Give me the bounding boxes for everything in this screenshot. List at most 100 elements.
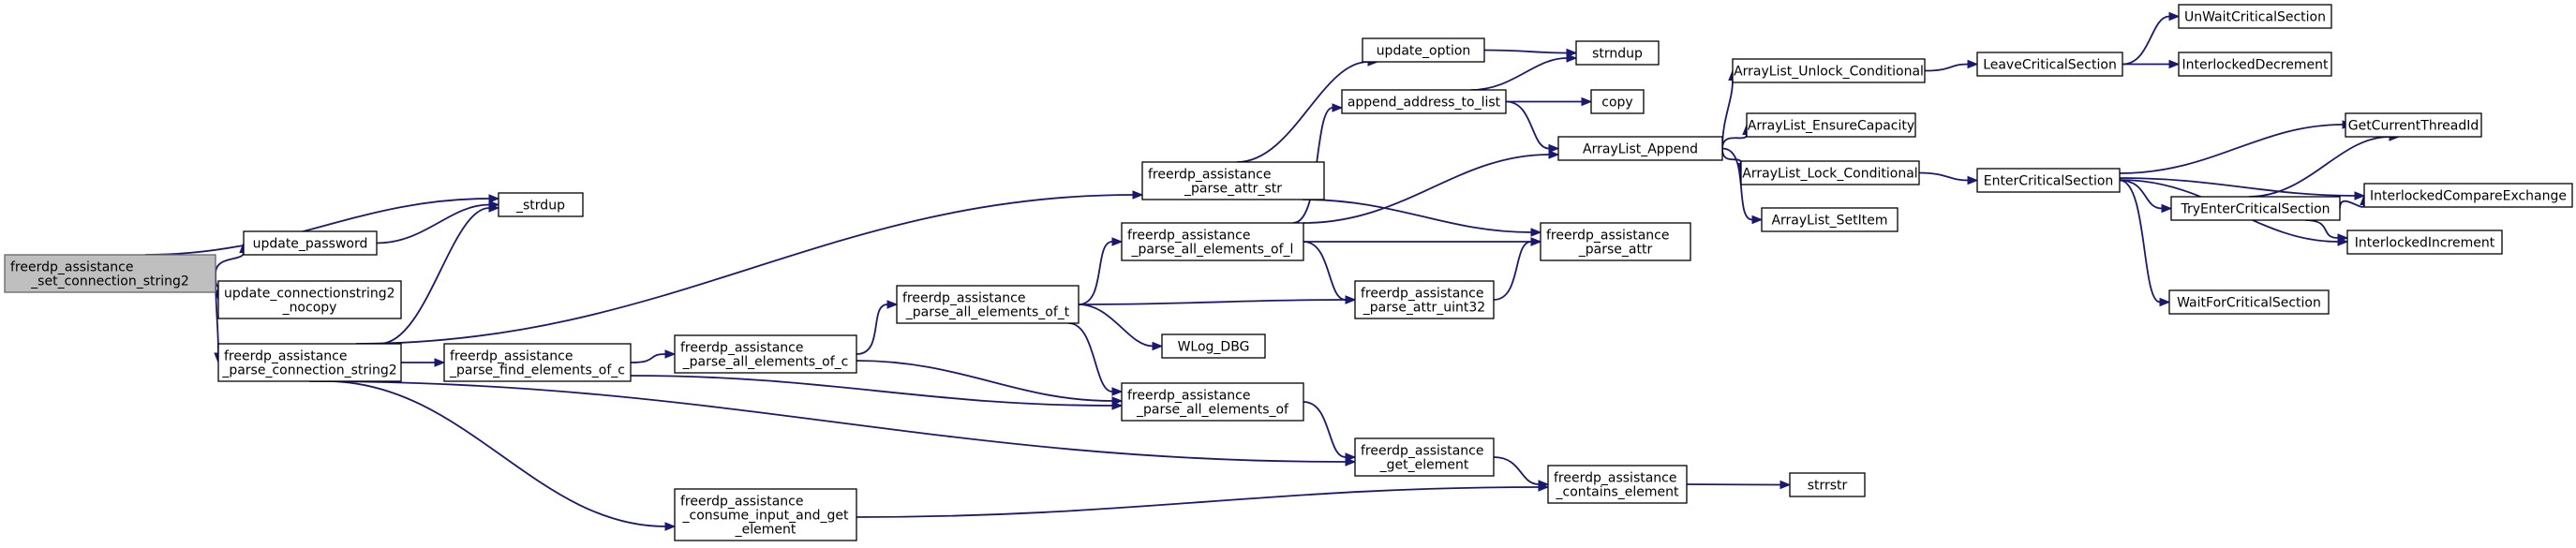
node-set_cs2: freerdp_assistance_set_connection_string… [4, 254, 216, 293]
node-al_append[interactable]: ArrayList_Append [1557, 136, 1723, 161]
node-label: freerdp_assistance [680, 341, 804, 356]
node-label: freerdp_assistance [680, 495, 804, 510]
node-label: strrstr [1808, 479, 1848, 494]
edge-line [856, 360, 1113, 402]
node-parse_cs2[interactable]: freerdp_assistance_parse_connection_stri… [217, 343, 402, 382]
node-wlog[interactable]: WLog_DBG [1161, 333, 1266, 359]
arrowhead-icon [1566, 53, 1578, 63]
edge-line [1067, 322, 1113, 392]
edge-all_t-to-attr_uint32 [1078, 295, 1357, 305]
arrowhead-icon [1751, 215, 1764, 225]
node-label: freerdp_assistance [1148, 168, 1272, 183]
node-label: freerdp_assistance [10, 260, 134, 275]
arrowhead-icon [1152, 341, 1164, 351]
node-box [1547, 465, 1688, 504]
node-strndup[interactable]: strndup [1575, 40, 1660, 66]
node-update_cs2_nocopy[interactable]: update_connectionstring2_nocopy [217, 280, 402, 319]
node-box [674, 334, 857, 374]
edge-all_t-to-all_of [1067, 322, 1124, 396]
arrowhead-icon [2161, 203, 2173, 214]
edge-all_l-to-parse_attr [1303, 237, 1542, 246]
edge-line [1686, 483, 1781, 486]
node-label: ArrayList_SetItem [1771, 214, 1887, 229]
node-label: freerdp_assistance [1361, 287, 1484, 302]
node-append_addr[interactable]: append_address_to_list [1341, 89, 1507, 114]
node-update_option[interactable]: update_option [1362, 37, 1485, 63]
edge-line [376, 203, 490, 244]
node-box [1141, 161, 1325, 200]
node-box [2178, 52, 2332, 77]
edge-line [2304, 219, 2339, 239]
node-leave_cs[interactable]: LeaveCriticalSection [1976, 52, 2123, 77]
node-strrstr[interactable]: strrstr [1789, 472, 1866, 497]
node-label: InterlockedIncrement [2355, 236, 2495, 251]
edge-line [1303, 154, 1550, 224]
edge-line [1721, 148, 1742, 164]
node-all_t[interactable]: freerdp_assistance_parse_all_elements_of… [896, 285, 1080, 324]
node-box [443, 343, 632, 382]
node-consume[interactable]: freerdp_assistance_consume_input_and_get… [674, 488, 857, 541]
edge-leave_cs-to-unwait_cs [2122, 11, 2181, 66]
edge-line [144, 198, 490, 256]
node-get_element[interactable]: freerdp_assistance_get_element [1354, 437, 1495, 477]
node-box [498, 192, 584, 217]
arrowhead-icon [434, 358, 446, 367]
node-label: InterlockedCompareExchange [2370, 189, 2567, 204]
node-wait_cs[interactable]: WaitForCriticalSection [2168, 289, 2330, 315]
node-box [1540, 222, 1691, 261]
edge-update_password-to-strdup_u [376, 200, 500, 244]
arrowhead-icon [1967, 175, 1979, 185]
node-label: freerdp_assistance [1127, 389, 1251, 404]
node-copy[interactable]: copy [1590, 89, 1645, 114]
arrowhead-icon [664, 349, 677, 359]
edge-line [1236, 61, 1369, 163]
node-parse_attr[interactable]: freerdp_assistance_parse_attr [1540, 222, 1691, 261]
node-label: strndup [1592, 47, 1643, 62]
node-box [217, 280, 402, 319]
node-interlocked_inc[interactable]: InterlockedIncrement [2346, 230, 2503, 255]
arrowhead-icon [1132, 190, 1144, 200]
edge-line [1505, 100, 1550, 150]
node-interlocked_dec[interactable]: InterlockedDecrement [2178, 52, 2332, 77]
node-label: ArrayList_Append [1583, 142, 1698, 157]
node-enter_cs[interactable]: EnterCriticalSection [1976, 168, 2121, 193]
node-all_of[interactable]: freerdp_assistance_parse_all_elements_of [1121, 382, 1304, 422]
node-all_l[interactable]: freerdp_assistance_parse_all_elements_of… [1121, 222, 1304, 261]
node-attr_uint32[interactable]: freerdp_assistance_parse_attr_uint32 [1354, 280, 1495, 319]
node-strdup_u[interactable]: _strdup [498, 192, 584, 217]
node-try_enter_cs[interactable]: TryEnterCriticalSection [2170, 196, 2341, 221]
node-box [1732, 58, 1926, 83]
edge-line [1924, 63, 1969, 72]
edge-update_option-to-strndup [1483, 48, 1578, 58]
node-contains_element[interactable]: freerdp_assistance_contains_element [1547, 465, 1688, 504]
arrowhead-icon [1779, 480, 1792, 490]
node-update_password[interactable]: update_password [243, 230, 378, 256]
node-box [1976, 168, 2121, 193]
arrowhead-icon [1967, 59, 1979, 69]
node-label: freerdp_assistance [450, 349, 573, 364]
node-interlocked_cmpx[interactable]: InterlockedCompareExchange [2363, 183, 2573, 208]
arrowhead-icon [1538, 482, 1550, 492]
node-label: _parse_attr [1578, 243, 1653, 258]
node-box [1354, 280, 1495, 319]
edge-append_addr-to-strndup [1470, 53, 1578, 91]
node-get_tid[interactable]: GetCurrentThreadId [2345, 112, 2482, 138]
node-box [1121, 222, 1304, 261]
node-al_setitem[interactable]: ArrayList_SetItem [1761, 207, 1898, 232]
node-label: freerdp_assistance [902, 291, 1026, 306]
edge-line [630, 375, 1113, 407]
edge-line [1303, 401, 1347, 458]
node-al_ensure[interactable]: ArrayList_EnsureCapacity [1746, 112, 1916, 138]
edge-line [1918, 171, 1969, 182]
node-label: _strdup [515, 199, 565, 214]
node-attr_str[interactable]: freerdp_assistance_parse_attr_str [1141, 161, 1325, 200]
node-find_c[interactable]: freerdp_assistance_parse_find_elements_o… [443, 343, 632, 382]
node-al_unlock[interactable]: ArrayList_Unlock_Conditional [1732, 58, 1926, 83]
edge-line [1493, 241, 1532, 301]
node-label: append_address_to_list [1348, 96, 1501, 111]
node-al_lock[interactable]: ArrayList_Lock_Conditional [1740, 160, 1920, 185]
node-unwait_cs[interactable]: UnWaitCriticalSection [2178, 4, 2332, 29]
node-box [2178, 4, 2332, 29]
node-all_c[interactable]: freerdp_assistance_parse_all_elements_of… [674, 334, 857, 374]
node-box [1341, 89, 1507, 114]
